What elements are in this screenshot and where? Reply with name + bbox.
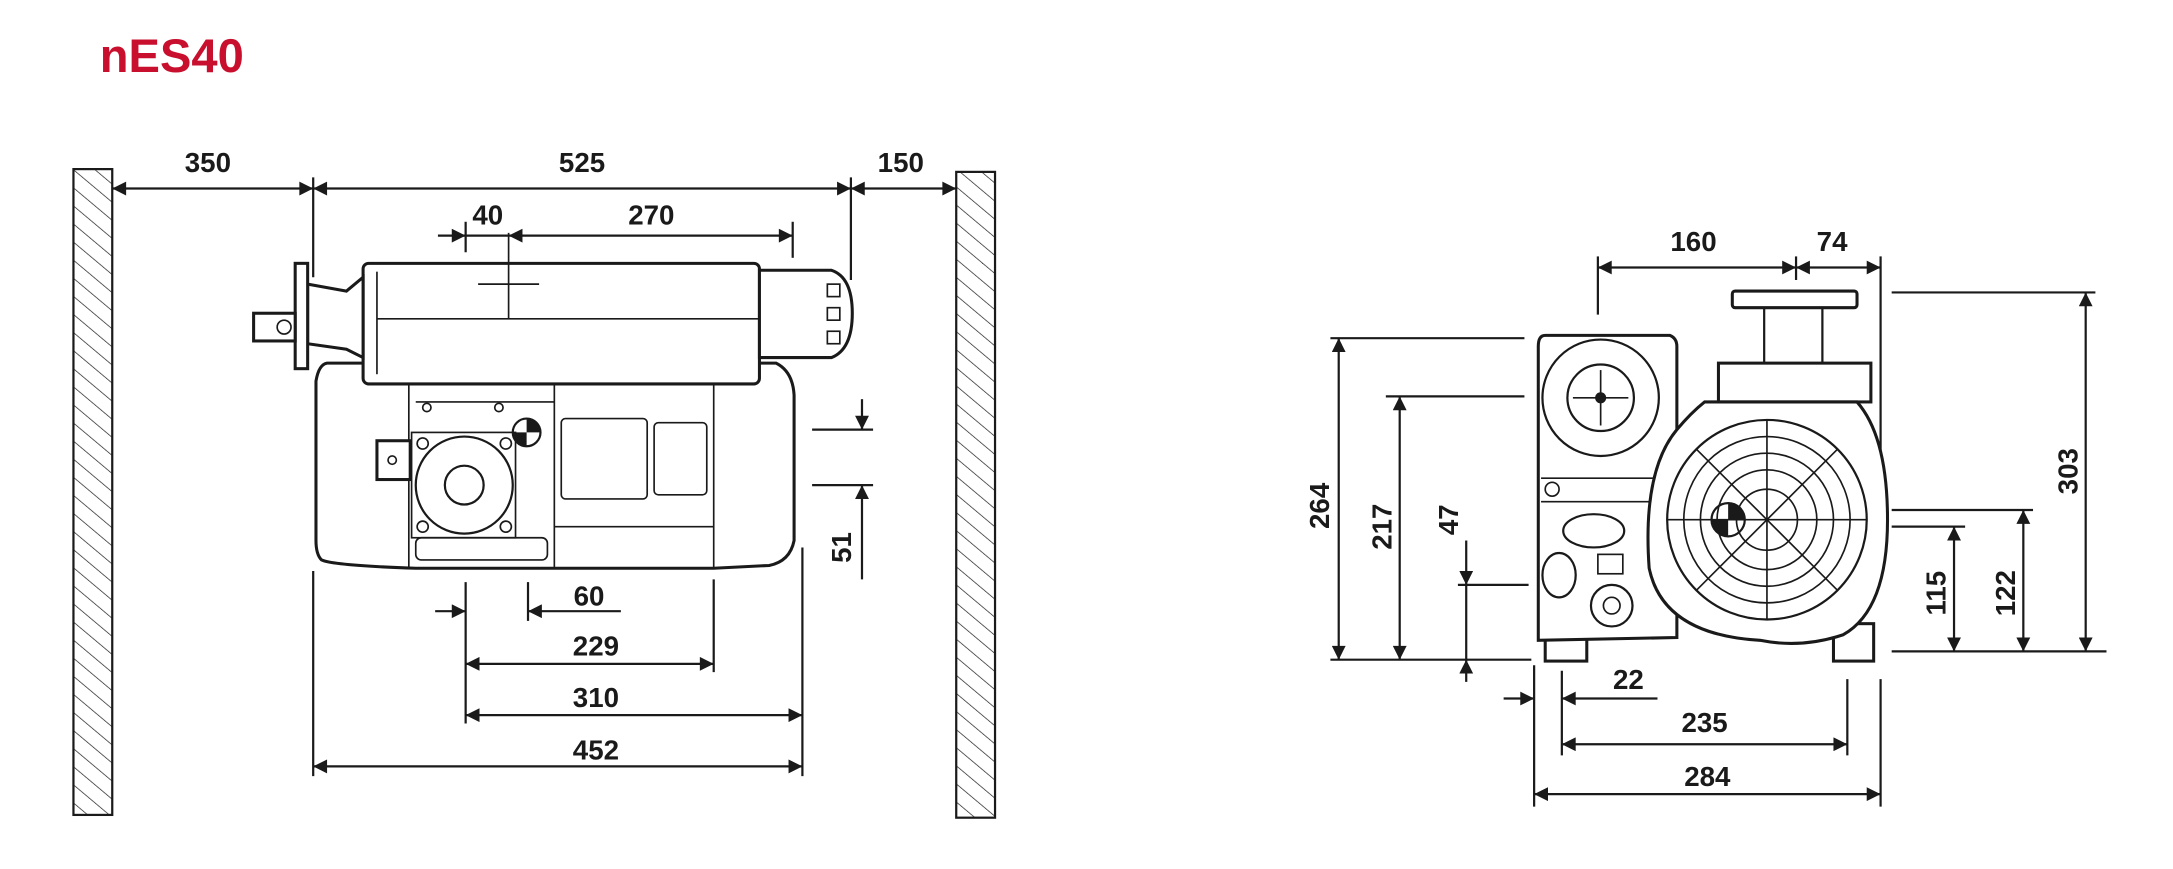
dim-clearance-right: 150 xyxy=(878,147,924,178)
right-wall xyxy=(955,170,997,819)
side-view-dimensions: 350 525 150 40 270 51 60 229 310 452 xyxy=(112,147,957,777)
side-view-pump xyxy=(252,261,854,570)
left-wall xyxy=(72,168,114,817)
dim-310: 310 xyxy=(573,682,619,713)
dim-270: 270 xyxy=(628,200,674,231)
front-view-dimensions: 160 74 303 122 115 264 217 47 22 235 xyxy=(1304,226,2107,807)
height-303: 303 xyxy=(2052,448,2083,494)
front-view-pump xyxy=(1536,289,1890,663)
model-title: nES40 xyxy=(100,29,244,82)
dim-160: 160 xyxy=(1670,226,1716,257)
height-264: 264 xyxy=(1304,482,1335,529)
dim-51: 51 xyxy=(826,532,857,563)
height-122: 122 xyxy=(1990,570,2021,616)
height-217: 217 xyxy=(1366,504,1397,550)
dim-overall-length: 525 xyxy=(559,147,605,178)
dim-clearance-left: 350 xyxy=(185,147,231,178)
height-115: 115 xyxy=(1921,571,1952,616)
dim-22: 22 xyxy=(1613,664,1644,695)
dim-74: 74 xyxy=(1817,226,1848,257)
width-284: 284 xyxy=(1684,761,1731,792)
dim-235: 235 xyxy=(1681,707,1727,738)
height-47: 47 xyxy=(1433,504,1464,535)
dim-229: 229 xyxy=(573,631,619,662)
dim-40: 40 xyxy=(472,200,503,231)
dim-60: 60 xyxy=(574,581,605,612)
dim-452: 452 xyxy=(573,734,619,765)
